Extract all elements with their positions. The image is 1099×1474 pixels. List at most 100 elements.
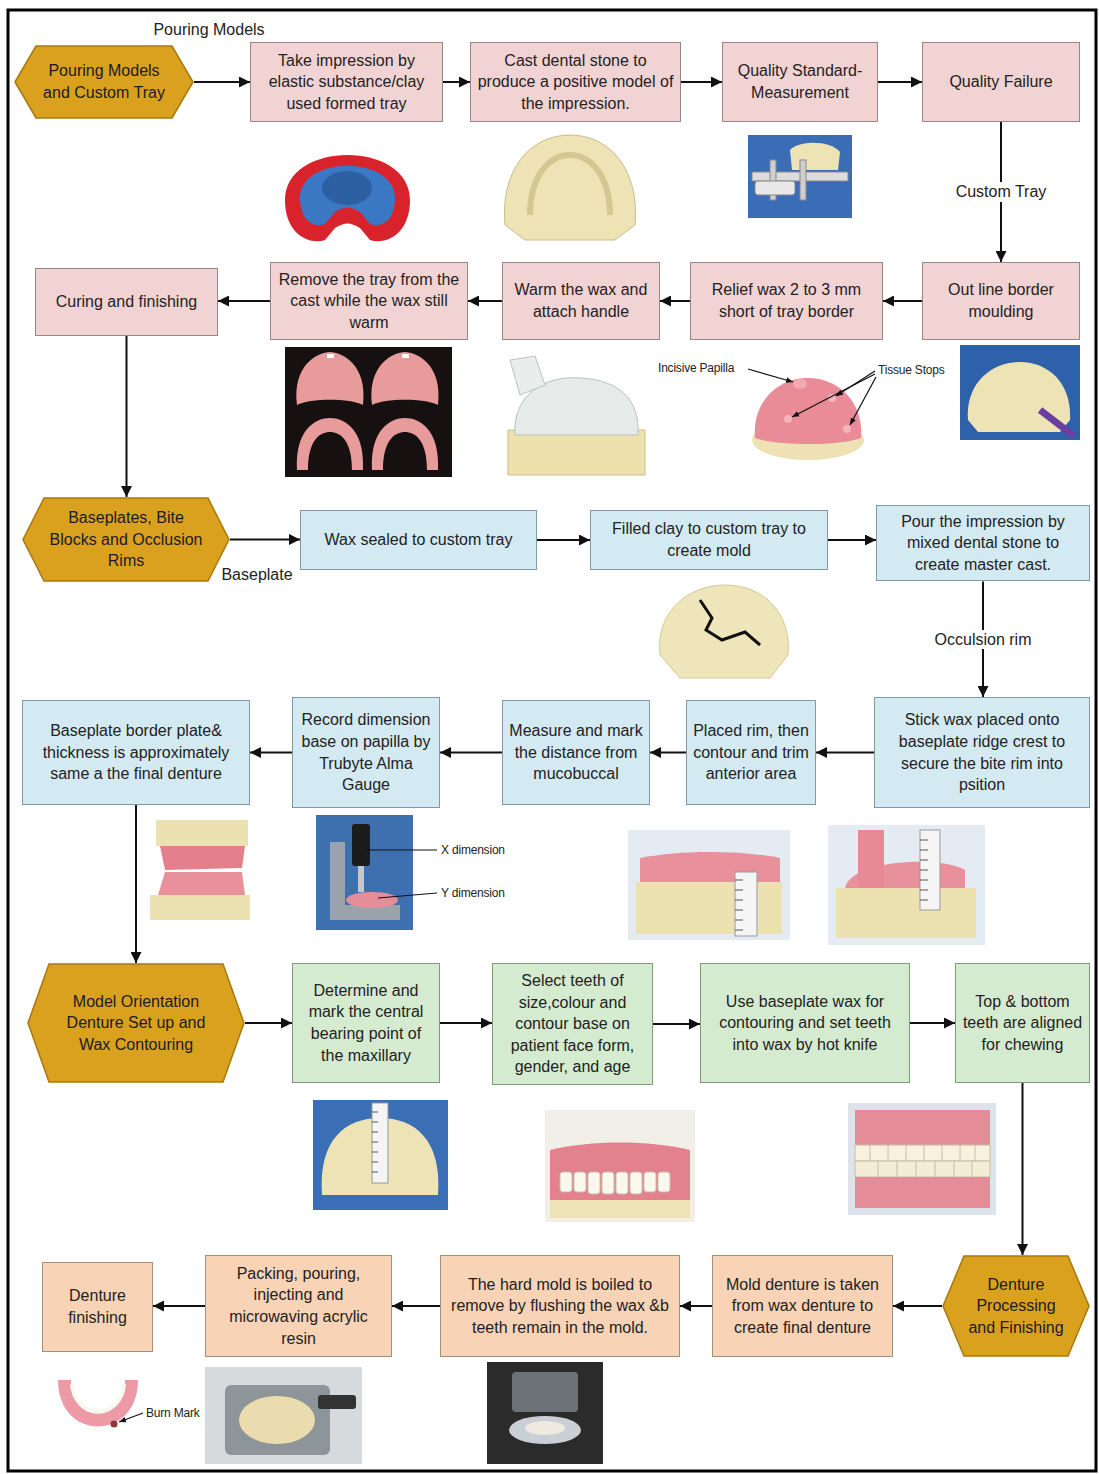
palate-cast-photo [850, 377, 876, 425]
process-box: Wax sealed to custom tray [300, 510, 537, 570]
flow-arrow [194, 81, 250, 83]
process-box: Placed rim, then contour and trim anteri… [686, 700, 816, 805]
central-bearing-photo [313, 1100, 448, 1210]
rim-height-photo [920, 840, 928, 900]
central-bearing-photo [372, 1103, 388, 1183]
boiling-photo [512, 1372, 578, 1412]
process-box: Denture finishing [42, 1262, 153, 1352]
process-box: Quality Standard- Measurement [722, 42, 878, 122]
custom-tray-photo [508, 356, 645, 475]
stone-cast-photo [530, 155, 610, 215]
flow-arrow [537, 539, 590, 541]
node-text: Top & bottom teeth are aligned for chewi… [962, 991, 1083, 1056]
process-box: Use baseplate wax for contouring and set… [700, 963, 910, 1083]
process-box: Filled clay to custom tray to create mol… [590, 510, 828, 570]
bite-rim-photo [150, 820, 250, 920]
tooth-setup-photo [545, 1110, 695, 1222]
stage-hexagon: Model Orientation Denture Set up and Wax… [27, 963, 245, 1083]
stage-hexagon: Baseplates, Bite Blocks and Occlusion Ri… [22, 497, 230, 582]
process-box: Cast dental stone to produce a positive … [470, 42, 681, 122]
flow-arrow [883, 300, 922, 302]
node-text: Denture Processing and Finishing [966, 1274, 1066, 1339]
master-cast-photo [700, 600, 760, 645]
process-box: Pour the impression by mixed dental ston… [876, 505, 1090, 582]
process-box: Mold denture is taken from wax denture t… [712, 1255, 893, 1357]
palate-cast-photo [784, 415, 792, 423]
flow-arrow [893, 1305, 942, 1307]
node-text: Filled clay to custom tray to create mol… [597, 518, 821, 561]
flow-arrow [660, 300, 690, 302]
boiling-photo [525, 1421, 565, 1435]
edge-label: Pouring Models [150, 20, 267, 39]
palate-cast-photo [843, 425, 851, 433]
tooth-setup-photo [560, 1172, 572, 1192]
flow-arrow [681, 81, 722, 83]
baseplates-photo [285, 347, 452, 477]
alma-gauge-photo [316, 815, 437, 930]
rim-height-photo [858, 830, 884, 888]
flow-arrow [135, 805, 137, 963]
node-text: Determine and mark the central bearing p… [299, 980, 433, 1066]
flask-photo [205, 1367, 362, 1464]
tooth-setup-photo [602, 1172, 614, 1194]
process-box: Top & bottom teeth are aligned for chewi… [955, 963, 1090, 1083]
process-box: Measure and mark the distance from mucob… [502, 700, 650, 805]
node-text: Denture finishing [49, 1285, 146, 1328]
border-moulding-photo [960, 345, 1080, 440]
impression-tray-photo [322, 171, 372, 205]
boiling-photo [509, 1416, 581, 1444]
flask-photo [205, 1367, 362, 1464]
bite-rim-photo [158, 872, 245, 895]
occlusion-rim-photo [628, 830, 790, 940]
impression-tray-photo [300, 166, 395, 225]
central-bearing-photo [313, 1100, 448, 1210]
flow-arrow [650, 752, 686, 754]
process-box: Record dimension base on papilla by Trub… [292, 697, 440, 808]
tooth-setup-photo [550, 1200, 690, 1218]
finished-denture-photo [111, 1421, 118, 1428]
bite-rim-photo [160, 846, 245, 870]
tooth-setup-photo [550, 1143, 690, 1201]
central-bearing-photo [372, 1112, 378, 1172]
impression-tray-photo [285, 155, 410, 241]
process-box: Warm the wax and attach handle [502, 262, 660, 340]
flow-arrow [250, 752, 292, 754]
finished-denture-photo [72, 1384, 124, 1411]
palate-cast-photo [748, 369, 876, 460]
node-text: Select teeth of size,colour and contour … [499, 970, 646, 1078]
edge-label: Custom Tray [953, 182, 1050, 201]
node-text: Curing and finishing [56, 291, 197, 313]
flow-arrow [230, 539, 300, 541]
callout-label: Y dimension [441, 886, 505, 900]
process-box: Remove the tray from the cast while the … [270, 262, 468, 340]
custom-tray-photo [508, 430, 645, 475]
tooth-setup-photo [588, 1172, 600, 1194]
baseplates-photo [296, 352, 363, 405]
flow-arrow [653, 1023, 700, 1025]
stage-hexagon: Pouring Models and Custom Tray [14, 45, 194, 119]
node-text: Warm the wax and attach handle [509, 279, 653, 322]
node-text: Mold denture is taken from wax denture t… [719, 1274, 886, 1339]
tooth-setup-photo [616, 1172, 628, 1194]
baseplates-photo [327, 354, 334, 358]
master-cast-photo [660, 585, 789, 678]
alma-gauge-photo [364, 849, 437, 850]
caliper-photo [800, 160, 806, 200]
node-text: Measure and mark the distance from mucob… [509, 720, 643, 785]
callout-label: Tissue Stops [878, 363, 945, 377]
node-text: Remove the tray from the cast while the … [277, 269, 461, 334]
tooth-setup-photo [630, 1172, 642, 1194]
flow-arrow [440, 1022, 492, 1024]
callout-label: Burn Mark [146, 1406, 200, 1420]
stage-hexagon: Denture Processing and Finishing [942, 1255, 1090, 1357]
node-text: Baseplate border plate& thickness is app… [29, 720, 243, 785]
caliper-photo [755, 181, 795, 195]
baseplates-photo [371, 352, 438, 405]
flow-arrow [440, 752, 502, 754]
node-text: Relief wax 2 to 3 mm short of tray borde… [697, 279, 876, 322]
process-box: The hard mold is boiled to remove by flu… [440, 1255, 680, 1357]
process-box: Baseplate border plate& thickness is app… [22, 700, 250, 805]
process-box: Select teeth of size,colour and contour … [492, 963, 653, 1085]
boiling-photo [487, 1362, 603, 1464]
caliper-photo [748, 135, 852, 218]
